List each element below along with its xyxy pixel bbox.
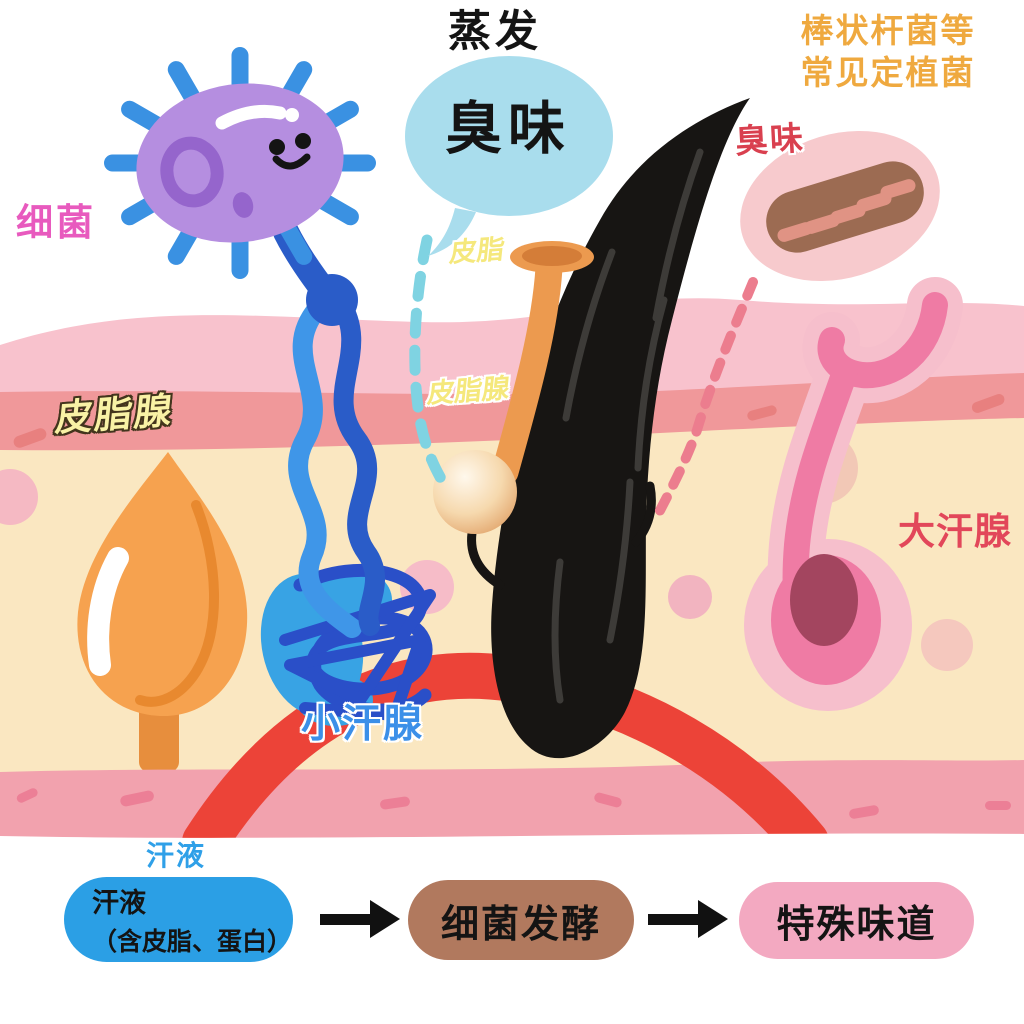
speech-bubble — [405, 56, 613, 256]
odor-bubble-label: 臭味 — [445, 97, 571, 161]
flow-step-sweat-subtitle: （含皮脂、蛋白） — [92, 928, 293, 956]
arrow-right-icon — [320, 900, 400, 938]
sebaceous-gland-left-label: 皮脂腺 — [53, 389, 176, 440]
arrow-right-icon — [648, 900, 728, 938]
sebaceous-gland-center-label: 皮脂腺 — [426, 373, 512, 409]
eye-right — [295, 133, 311, 149]
flow-step-fermentation: 细菌发酵 — [408, 880, 634, 960]
evaporation-label: 蒸发 — [448, 8, 542, 56]
flow-step-sweat-title: 汗液 — [92, 888, 146, 918]
bean-stripes — [777, 179, 916, 242]
flow-step-smell-title: 特殊味道 — [776, 904, 937, 946]
apocrine-gland — [744, 277, 963, 711]
sweat-caption: 汗液 — [146, 840, 207, 871]
bacteria-label: 细菌 — [16, 202, 96, 243]
sebum-label: 皮脂 — [448, 234, 506, 268]
colonizing-bacteria-note-line1: 棒状杆菌等 — [800, 12, 976, 49]
flow-step-sweat: 汗液 （含皮脂、蛋白） — [64, 877, 293, 962]
flow-step-smell: 特殊味道 — [739, 882, 974, 959]
follicle-bulge — [433, 450, 517, 534]
colonizing-bacteria-note-line2: 常见定植菌 — [800, 54, 976, 91]
hair-follicle — [467, 98, 750, 759]
apocrine-gland-label: 大汗腺 — [898, 511, 1012, 552]
bacterium-purple — [104, 47, 376, 279]
bacterium-brown — [740, 130, 940, 282]
eye-left — [269, 139, 285, 155]
smile — [272, 153, 311, 170]
sebaceous-gland-left — [77, 452, 248, 772]
hair-strands — [551, 148, 704, 704]
eccrine-gland-label: 小汗腺 — [301, 703, 425, 746]
sebum-duct — [433, 241, 594, 534]
flow-step-fermentation-title: 细菌发酵 — [440, 903, 601, 946]
evaporation-path — [409, 234, 450, 490]
odor-path — [650, 277, 758, 525]
odor-label-right: 臭味 — [734, 119, 806, 160]
